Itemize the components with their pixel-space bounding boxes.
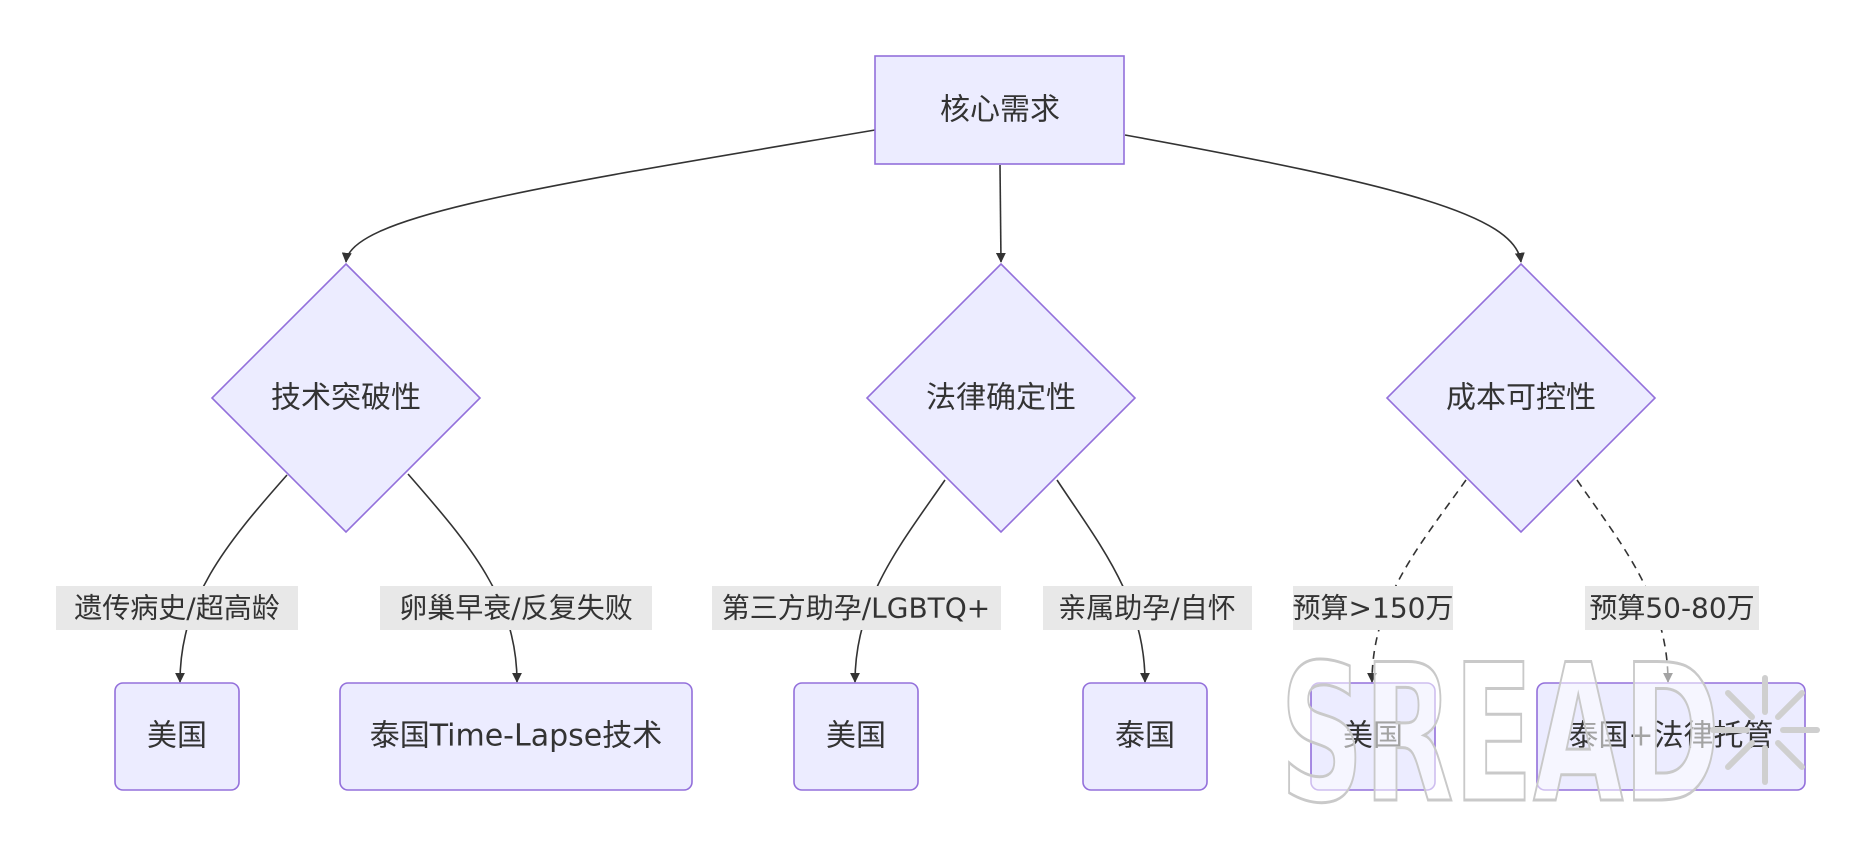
decision-tech: 技术突破性 — [210, 262, 482, 534]
node-root: 核心需求 — [874, 55, 1125, 165]
outcome-o1-label: 美国 — [147, 719, 207, 754]
edge-label-o1: 遗传病史/超高龄 — [56, 586, 298, 630]
edge-label-o6: 预算50-80万 — [1585, 586, 1759, 630]
edge-label-text-o2: 卵巢早衰/反复失败 — [399, 592, 632, 625]
edge-label-text-o3: 第三方助孕/LGBTQ+ — [722, 592, 991, 625]
outcome-o6: 泰国+法律托管 — [1536, 682, 1806, 791]
edge-root-tech — [341, 129, 876, 263]
edge-label-text-o6: 预算50-80万 — [1589, 592, 1754, 625]
edge-tech-o2 — [407, 473, 522, 683]
decision-law-label: 法律确定性 — [926, 381, 1076, 416]
outcome-o3-label: 美国 — [826, 719, 886, 754]
outcome-o6-label: 泰国+法律托管 — [1568, 719, 1773, 754]
edge-label-text-o1: 遗传病史/超高龄 — [74, 592, 279, 625]
edge-label-text-o5: 预算>150万 — [1293, 592, 1454, 625]
outcome-o5-label: 美国 — [1343, 719, 1403, 754]
edge-label-o3: 第三方助孕/LGBTQ+ — [712, 586, 1001, 630]
outcome-o4-label: 泰国 — [1115, 719, 1175, 754]
edge-cost-o6 — [1576, 479, 1673, 683]
decision-law: 法律确定性 — [865, 262, 1137, 534]
watermark-text: SREAD — [1280, 624, 1720, 844]
edge-tech-o1 — [175, 474, 288, 683]
node-root-label: 核心需求 — [940, 93, 1060, 128]
outcome-o4: 泰国 — [1082, 682, 1208, 791]
outcome-o5: 美国 — [1310, 682, 1436, 791]
edge-label-o4: 亲属助孕/自怀 — [1043, 586, 1252, 630]
decision-tech-label: 技术突破性 — [271, 381, 421, 416]
outcome-o3: 美国 — [793, 682, 919, 791]
outcome-o2-label: 泰国Time-Lapse技术 — [370, 719, 662, 754]
sun-burst-icon — [1710, 675, 1820, 785]
edge-law-o3 — [850, 479, 946, 683]
watermark: SREAD — [1279, 623, 1820, 844]
edge-cost-o5 — [1367, 479, 1467, 683]
edge-label-o2: 卵巢早衰/反复失败 — [380, 586, 652, 630]
edge-law-o4 — [1056, 479, 1150, 683]
edge-root-cost — [1124, 134, 1525, 263]
outcome-o1: 美国 — [114, 682, 240, 791]
outcome-o2: 泰国Time-Lapse技术 — [339, 682, 693, 791]
edge-root-law — [995, 164, 1006, 263]
decision-cost-label: 成本可控性 — [1446, 381, 1596, 416]
edge-label-text-o4: 亲属助孕/自怀 — [1058, 592, 1235, 625]
decision-cost: 成本可控性 — [1385, 262, 1657, 534]
edge-label-o5: 预算>150万 — [1293, 586, 1454, 630]
